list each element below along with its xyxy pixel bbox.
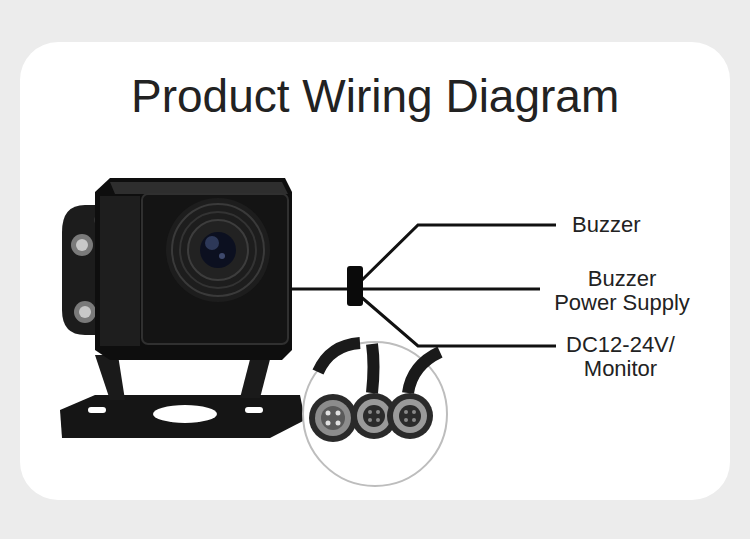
wire-label: Buzzer — [572, 213, 640, 237]
cable-wires — [292, 225, 556, 346]
wire-label: DC12-24V/ Monitor — [558, 333, 683, 381]
wire-label: Buzzer Power Supply — [554, 267, 690, 315]
white-panel — [20, 42, 730, 500]
diagram-title: Product Wiring Diagram — [131, 71, 619, 122]
cable-splitter — [347, 266, 363, 306]
camera-illustration — [60, 178, 305, 438]
connector-inset — [303, 342, 447, 486]
